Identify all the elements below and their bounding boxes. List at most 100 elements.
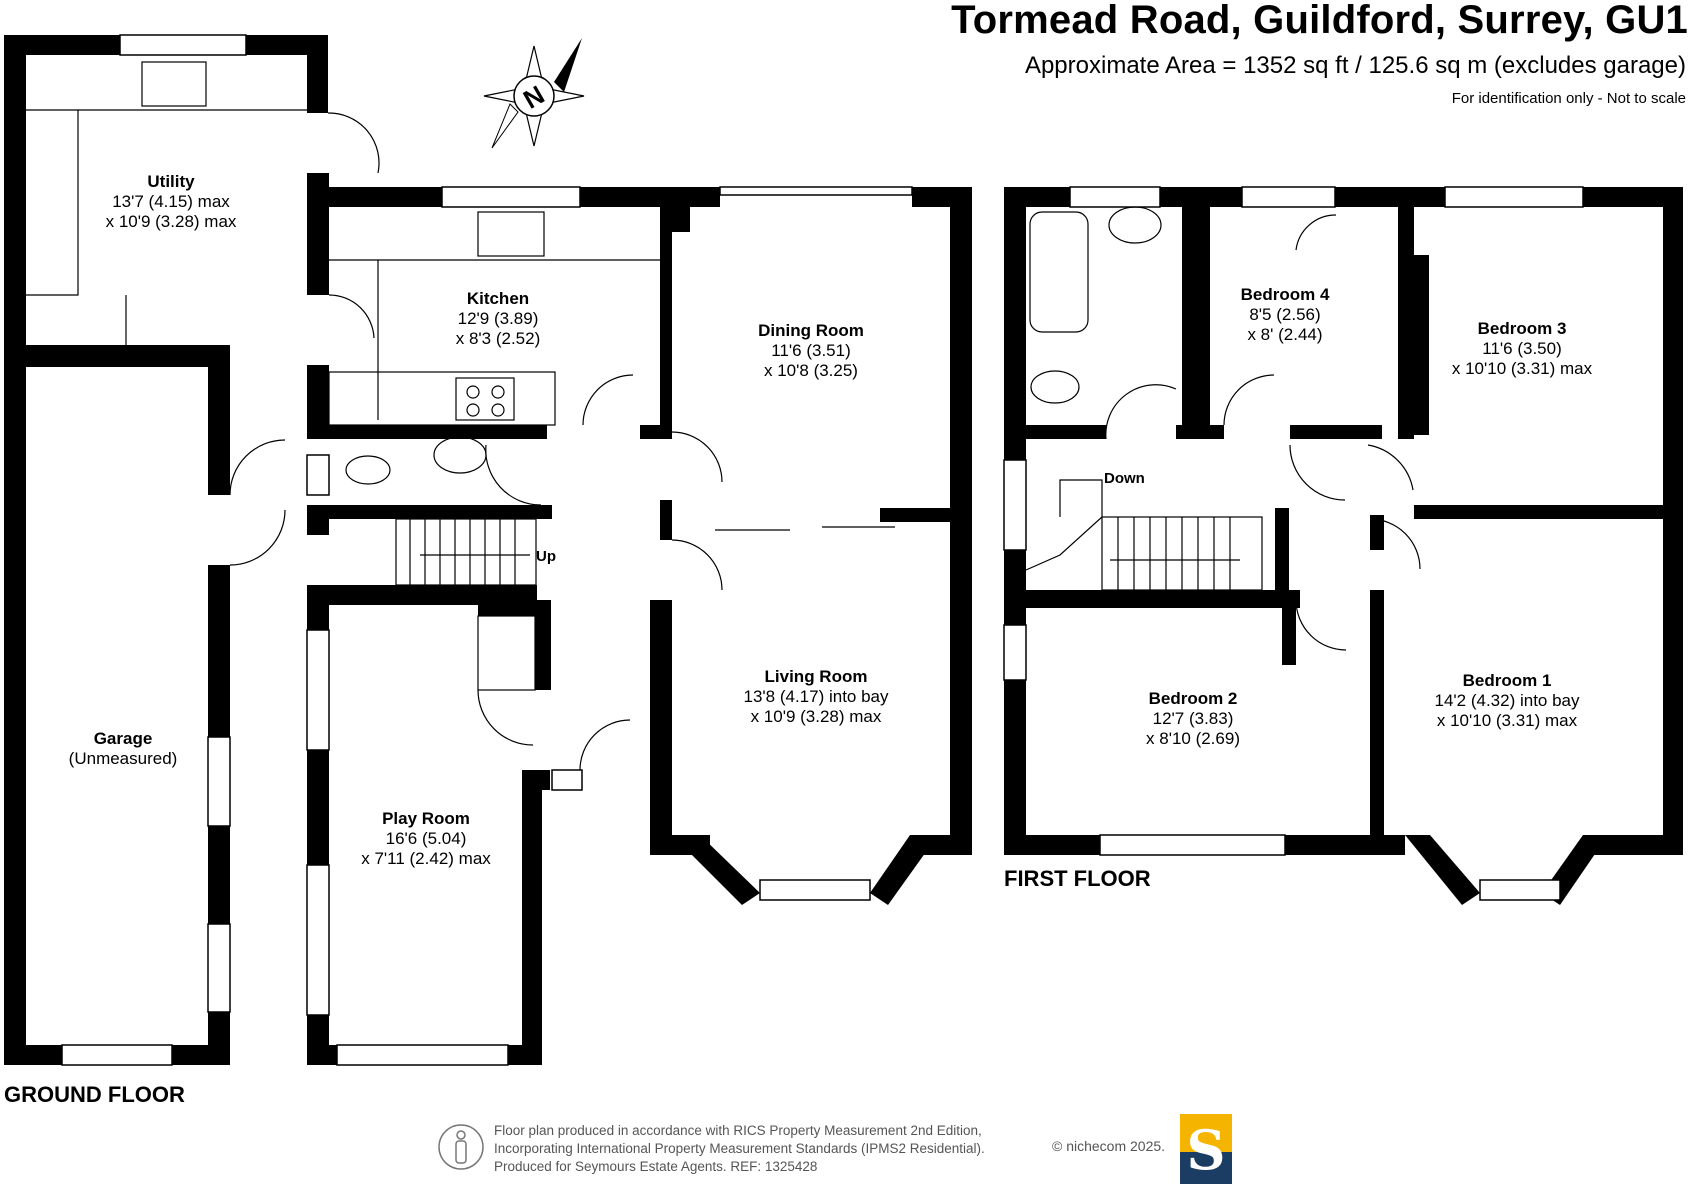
window xyxy=(207,923,231,1013)
room-dimension: x 8'10 (2.69) xyxy=(1146,729,1240,748)
window xyxy=(1099,834,1286,856)
wall xyxy=(1583,835,1683,855)
room-garage: Garage (Unmeasured) xyxy=(69,729,178,769)
wall xyxy=(535,600,551,690)
wall xyxy=(660,500,672,540)
wall xyxy=(1196,207,1210,439)
wall xyxy=(172,1045,230,1065)
room-dimension: x 10'9 (3.28) max xyxy=(105,212,237,231)
room-dimension: x 8'3 (2.52) xyxy=(455,329,541,348)
wall xyxy=(1398,207,1414,439)
wall xyxy=(1370,515,1384,550)
room-utility: Utility 13'7 (4.15) max x 10'9 (3.28) ma… xyxy=(106,172,237,232)
window xyxy=(1444,186,1584,208)
room-name: Kitchen xyxy=(466,289,530,308)
room-dimension: 13'7 (4.15) max xyxy=(112,192,230,211)
wall xyxy=(1335,187,1445,207)
wall xyxy=(208,345,230,495)
wall xyxy=(660,232,672,432)
person-icon xyxy=(438,1124,484,1170)
room-dimension: 8'5 (2.56) xyxy=(1249,305,1321,324)
wall xyxy=(1282,590,1296,665)
room-bedroom-2: Bedroom 2 12'7 (3.83) x 8'10 (2.69) xyxy=(1146,689,1240,749)
window xyxy=(1241,186,1336,208)
ground-floor-label: GROUND FLOOR xyxy=(4,1082,185,1107)
window xyxy=(441,186,581,208)
wall xyxy=(1285,835,1405,855)
window xyxy=(1003,624,1027,681)
window xyxy=(1069,186,1161,208)
window xyxy=(719,186,913,196)
wall xyxy=(307,365,329,425)
room-dimension: 12'7 (3.83) xyxy=(1152,709,1234,728)
footer-line: Floor plan produced in accordance with R… xyxy=(494,1123,982,1138)
room-dimension: 16'6 (5.04) xyxy=(385,829,467,848)
room-name: Play Room xyxy=(382,809,470,828)
wall xyxy=(1026,590,1300,608)
room-kitchen: Kitchen 12'9 (3.89) x 8'3 (2.52) xyxy=(456,289,541,349)
window xyxy=(207,736,231,827)
room-dimension: x 10'10 (3.31) max xyxy=(1451,359,1593,378)
window xyxy=(61,1044,173,1066)
wall xyxy=(1176,425,1224,439)
wall xyxy=(880,508,972,522)
room-dimension: x 8' (2.44) xyxy=(1247,325,1323,344)
room-bedroom-4: Bedroom 4 8'5 (2.56) x 8' (2.44) xyxy=(1241,285,1330,345)
room-name: Bedroom 2 xyxy=(1148,689,1238,708)
wall xyxy=(307,425,547,439)
wall xyxy=(580,187,720,207)
wall xyxy=(307,187,442,207)
window xyxy=(306,454,330,496)
room-name: Bedroom 3 xyxy=(1477,319,1567,338)
wall xyxy=(1004,187,1070,207)
wall xyxy=(1182,207,1196,439)
wall xyxy=(4,35,120,55)
window xyxy=(1003,459,1027,551)
room-dimension: x 10'9 (3.28) max xyxy=(750,707,882,726)
wall xyxy=(4,1045,62,1065)
wall xyxy=(307,1045,337,1065)
property-title: Tormead Road, Guildford, Surrey, GU1 xyxy=(951,0,1688,42)
footer-line: Incorporating International Property Mea… xyxy=(494,1141,985,1156)
stairs-up-label: Up xyxy=(536,548,556,565)
wall xyxy=(1160,187,1242,207)
wall xyxy=(1026,425,1106,439)
wall xyxy=(1414,505,1683,519)
bay-wall xyxy=(672,835,760,905)
wall xyxy=(650,690,662,770)
room-dimension: x 10'10 (3.31) max xyxy=(1436,711,1578,730)
approximate-area: Approximate Area = 1352 sq ft / 125.6 sq… xyxy=(1024,52,1686,79)
wall xyxy=(522,770,550,790)
window xyxy=(551,769,583,791)
wall xyxy=(640,425,672,439)
logo-letter: S xyxy=(1186,1118,1226,1182)
wall xyxy=(4,345,230,367)
wall xyxy=(208,826,230,924)
footer-line: Produced for Seymours Estate Agents. REF… xyxy=(494,1159,818,1174)
room-name: Bedroom 4 xyxy=(1240,285,1330,304)
wall xyxy=(1368,425,1382,439)
room-dimension: 12'9 (3.89) xyxy=(457,309,539,328)
wall xyxy=(1290,425,1368,439)
window xyxy=(119,34,247,56)
room-dining: Dining Room 11'6 (3.51) x 10'8 (3.25) xyxy=(758,321,864,381)
room-name: Bedroom 1 xyxy=(1462,671,1552,690)
wall xyxy=(208,565,230,737)
wall xyxy=(4,345,26,1065)
room-dimension: 13'8 (4.17) into bay xyxy=(743,687,889,706)
stairs-down-label: Down xyxy=(1104,470,1145,487)
window xyxy=(759,879,871,901)
footer-note: Floor plan produced in accordance with R… xyxy=(494,1122,985,1176)
copyright: © nichecom 2025. xyxy=(1052,1138,1166,1154)
window xyxy=(306,629,330,751)
room-name: Dining Room xyxy=(758,321,864,340)
room-dimension: 14'2 (4.32) into bay xyxy=(1434,691,1580,710)
room-bedroom-3: Bedroom 3 11'6 (3.50) x 10'10 (3.31) max xyxy=(1452,319,1592,379)
room-name: Utility xyxy=(147,172,195,191)
wall xyxy=(1663,187,1683,855)
bay-wall xyxy=(870,835,938,905)
room-play: Play Room 16'6 (5.04) x 7'11 (2.42) max xyxy=(361,809,491,869)
wall xyxy=(1413,255,1429,435)
window xyxy=(336,1044,509,1066)
